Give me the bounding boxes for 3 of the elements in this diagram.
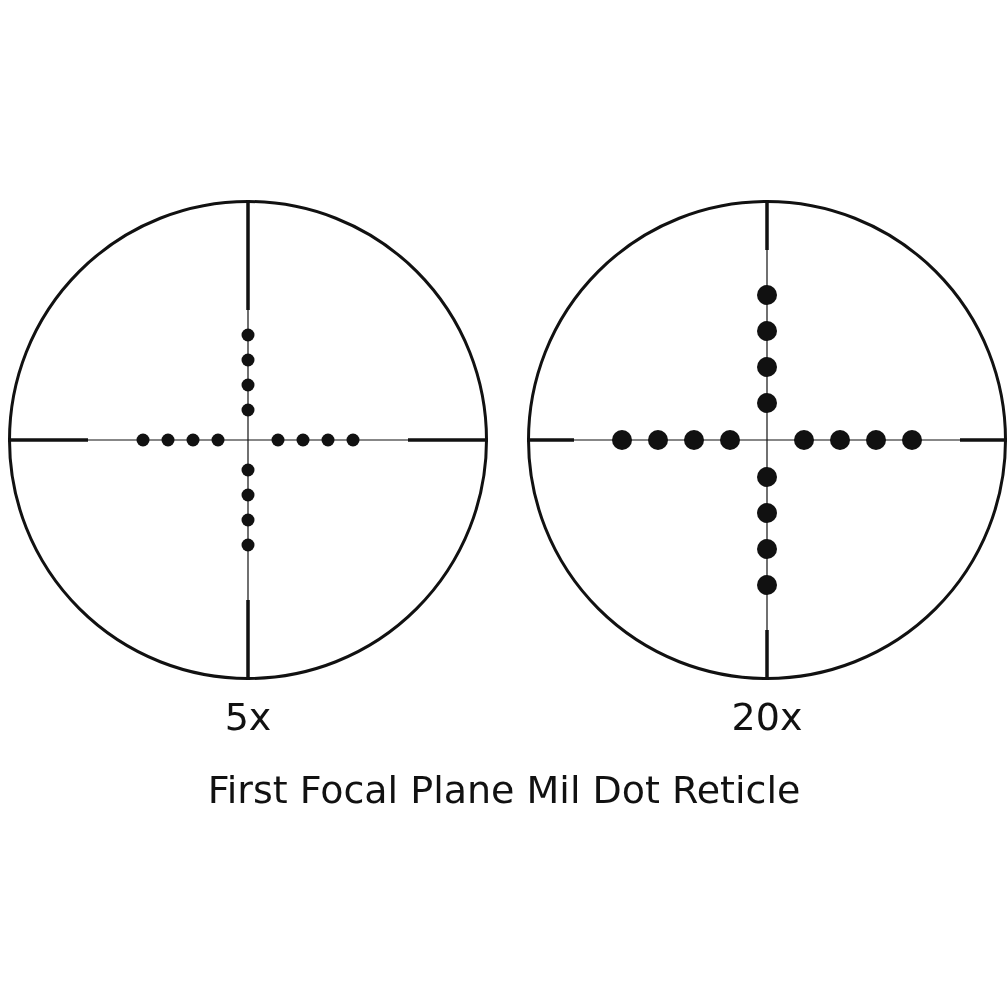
magnification-label: 5x	[224, 695, 272, 739]
magnification-label: 20x	[731, 695, 803, 739]
caption: First Focal Plane Mil Dot Reticle	[207, 768, 801, 812]
